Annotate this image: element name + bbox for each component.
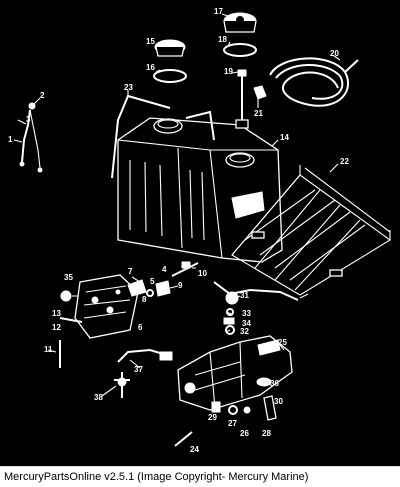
washer-27[interactable]	[228, 405, 238, 415]
tank-tray[interactable]	[231, 165, 391, 296]
washer-33[interactable]	[226, 308, 234, 316]
callout-18: 18	[218, 35, 227, 44]
callout-29: 29	[208, 413, 217, 422]
fitting-35[interactable]	[60, 290, 72, 302]
fuel-hose-coil[interactable]	[269, 57, 359, 107]
callout-7: 7	[128, 267, 133, 276]
callout-33: 33	[242, 309, 251, 318]
cap-gasket-16[interactable]	[153, 69, 187, 83]
callout-37: 37	[134, 365, 143, 374]
callout-22: 22	[340, 157, 349, 166]
callout-25: 25	[278, 338, 287, 347]
callout-26: 26	[240, 429, 249, 438]
callout-32: 32	[240, 327, 249, 336]
bolt-12[interactable]	[59, 317, 83, 323]
parts-diagram: 1 2 3 4 5 6 7 8 9 10 11 12 13 14 15 16 1…	[8, 7, 391, 454]
callout-9: 9	[178, 281, 183, 290]
washer-32[interactable]	[225, 325, 235, 335]
callout-34: 34	[242, 319, 251, 328]
fuel-pump[interactable]	[74, 274, 139, 339]
callout-14: 14	[280, 133, 289, 142]
washer-8[interactable]	[146, 289, 154, 297]
callout-1: 1	[8, 135, 13, 144]
callout-23: 23	[124, 83, 133, 92]
callout-17: 17	[214, 7, 223, 16]
callout-24: 24	[190, 445, 199, 454]
tank-strap-bar[interactable]	[111, 94, 171, 179]
fuel-cap-small[interactable]	[154, 39, 186, 57]
callout-31: 31	[240, 291, 249, 300]
callout-27: 27	[228, 419, 237, 428]
wire-harness[interactable]	[17, 102, 43, 173]
callout-10: 10	[198, 269, 207, 278]
fuel-tank[interactable]	[117, 110, 283, 263]
nut-34[interactable]	[223, 317, 235, 325]
callout-2: 2	[40, 91, 45, 100]
stud-29[interactable]	[211, 401, 221, 413]
callout-38: 38	[94, 393, 103, 402]
callout-3: 3	[26, 115, 31, 124]
level-sensor[interactable]	[213, 281, 309, 305]
plug-9[interactable]	[155, 280, 171, 297]
callout-35: 35	[64, 273, 73, 282]
valve-7[interactable]	[127, 279, 147, 297]
callout-12: 12	[52, 323, 61, 332]
image-caption: MercuryPartsOnline v2.5.1 (Image Copyrig…	[4, 471, 309, 483]
oil-reservoir[interactable]	[177, 335, 293, 411]
callout-20: 20	[330, 49, 339, 58]
callout-16: 16	[146, 63, 155, 72]
callout-19: 19	[224, 67, 233, 76]
callout-21: 21	[254, 109, 263, 118]
callout-5: 5	[150, 277, 155, 286]
screw-24[interactable]	[174, 431, 193, 447]
fuel-cap-gauge[interactable]	[223, 12, 257, 33]
fuel-elbow[interactable]	[253, 85, 267, 100]
callout-4: 4	[162, 265, 167, 274]
callout-11: 11	[44, 345, 53, 354]
callout-30: 30	[274, 397, 283, 406]
caption-bar: MercuryPartsOnline v2.5.1 (Image Copyrig…	[0, 466, 400, 487]
callout-15: 15	[146, 37, 155, 46]
grommet-36[interactable]	[256, 377, 272, 387]
spacer-30[interactable]	[263, 395, 277, 421]
rod-10[interactable]	[171, 262, 199, 277]
callout-36: 36	[270, 379, 279, 388]
cap-gasket-18[interactable]	[223, 43, 257, 57]
callout-8: 8	[142, 295, 147, 304]
callout-28: 28	[262, 429, 271, 438]
callout-13: 13	[52, 309, 61, 318]
callout-6: 6	[138, 323, 143, 332]
nut-28[interactable]	[243, 406, 251, 414]
